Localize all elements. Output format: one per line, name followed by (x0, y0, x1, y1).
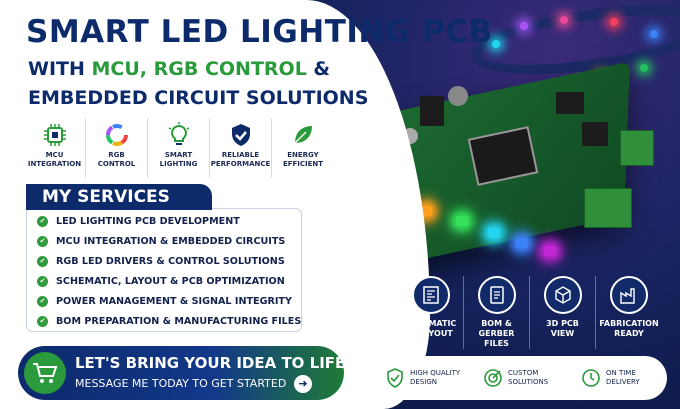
service-label: RGB LED DRIVERS & CONTROL SOLUTIONS (56, 256, 285, 267)
terminal-block (584, 188, 632, 228)
subtitle-highlight: MCU, RGB CONTROL (91, 58, 307, 80)
factory-icon (610, 276, 648, 314)
services-box: ✔ LED LIGHTING PCB DEVELOPMENT ✔ MCU INTEG… (26, 208, 302, 332)
badge-delivery: ON TIME DELIVERY (567, 368, 665, 388)
strip-led (520, 22, 528, 30)
check-icon: ✔ (37, 256, 48, 267)
service-label: MCU INTEGRATION & EMBEDDED CIRCUITS (56, 236, 286, 247)
inductor (420, 96, 444, 126)
feature-smart-lighting: SMART LIGHTING (148, 118, 210, 178)
feature-reliable: RELIABLE PERFORMANCE (210, 118, 272, 178)
inductor (582, 122, 608, 146)
service-item: ✔ BOM PREPARATION & MANUFACTURING FILES (37, 316, 301, 327)
cta-subline: MESSAGE ME TODAY TO GET STARTED (75, 377, 287, 390)
strip-led (610, 18, 618, 26)
led (516, 238, 528, 248)
badges-bar: HIGH QUALITY DESIGN CUSTOM SOLUTIONS ON … (371, 356, 667, 400)
service-item: ✔ MCU INTEGRATION & EMBEDDED CIRCUITS (37, 236, 285, 247)
pcb-feature-label: BOM & GERBER FILES (478, 319, 515, 348)
service-label: POWER MANAGEMENT & SIGNAL INTEGRITY (56, 296, 292, 307)
feature-mcu: MCU INTEGRATION (24, 118, 86, 178)
feature-energy: ENERGY EFFICIENT (272, 118, 334, 178)
arrow-right-icon[interactable]: ➜ (294, 375, 312, 393)
subtitle-line2: WITH MCU, RGB CONTROL & (28, 58, 330, 80)
service-label: LED LIGHTING PCB DEVELOPMENT (56, 216, 240, 227)
feature-label: MCU INTEGRATION (27, 151, 82, 168)
check-icon: ✔ (37, 316, 48, 327)
capacitor (448, 86, 468, 106)
cart-icon (24, 352, 66, 394)
subtitle-prefix: WITH (28, 58, 92, 80)
service-item: ✔ SCHEMATIC, LAYOUT & PCB OPTIMIZATION (37, 276, 285, 287)
feature-label: ENERGY EFFICIENT (282, 151, 324, 168)
pcb-features-row: SCHEMATIC & LAYOUT BOM & GERBER FILES 3D… (398, 276, 662, 349)
service-label: BOM PREPARATION & MANUFACTURING FILES (56, 316, 302, 327)
pcb-feature-files: BOM & GERBER FILES (464, 276, 530, 349)
led (544, 246, 556, 256)
connector (556, 92, 584, 114)
feature-icons-row: MCU INTEGRATION RGB CONTROL SMART LIGHTI… (24, 118, 334, 178)
service-item: ✔ LED LIGHTING PCB DEVELOPMENT (37, 216, 240, 227)
rgb-ring-icon (105, 124, 128, 146)
main-title: SMART LED LIGHTING PCB (26, 14, 493, 50)
cta-headline: LET'S BRING YOUR IDEA TO LIFE! (75, 354, 353, 372)
check-icon: ✔ (37, 296, 48, 307)
pcb-feature-3d: 3D PCB VIEW (530, 276, 596, 349)
badge-label: HIGH QUALITY DESIGN (410, 369, 461, 386)
service-item: ✔ POWER MANAGEMENT & SIGNAL INTEGRITY (37, 296, 292, 307)
shield-check-icon (231, 124, 250, 146)
pcb-feature-label: 3D PCB VIEW (546, 319, 579, 338)
check-icon: ✔ (37, 236, 48, 247)
terminal-block (620, 130, 654, 166)
led (420, 206, 432, 216)
service-item: ✔ RGB LED DRIVERS & CONTROL SOLUTIONS (37, 256, 285, 267)
cta-banner[interactable]: LET'S BRING YOUR IDEA TO LIFE! MESSAGE M… (18, 346, 352, 400)
strip-led (640, 64, 648, 72)
subtitle-suffix: & (306, 58, 330, 80)
check-icon: ✔ (37, 276, 48, 287)
subtitle-line3: EMBEDDED CIRCUIT SOLUTIONS (28, 87, 369, 109)
badge-label: CUSTOM SOLUTIONS (508, 369, 549, 386)
files-icon (477, 276, 516, 314)
service-label: SCHEMATIC, LAYOUT & PCB OPTIMIZATION (56, 276, 285, 287)
target-icon (484, 369, 502, 387)
badge-custom: CUSTOM SOLUTIONS (469, 368, 567, 388)
clock-icon (582, 369, 600, 387)
strip-led (560, 16, 568, 24)
pcb-feature-schematic: SCHEMATIC & LAYOUT (398, 276, 464, 349)
badge-quality: HIGH QUALITY DESIGN (371, 368, 469, 388)
schematic-icon (411, 276, 450, 314)
feature-label: RELIABLE PERFORMANCE (210, 151, 271, 168)
bulb-icon (168, 122, 189, 145)
feature-rgb: RGB CONTROL (86, 118, 148, 178)
strip-led (650, 30, 658, 38)
cube-icon (543, 276, 582, 314)
check-icon: ✔ (37, 216, 48, 227)
strip-led (492, 40, 500, 48)
pcb-feature-label: SCHEMATIC & LAYOUT (404, 319, 457, 338)
mcu-chip-icon (43, 124, 66, 146)
services-heading: MY SERVICES (26, 184, 212, 210)
pcb-feature-fabrication: FABRICATION READY (596, 276, 662, 349)
feature-label: SMART LIGHTING (159, 151, 198, 168)
badge-label: ON TIME DELIVERY (606, 369, 640, 386)
pcb-feature-label: FABRICATION READY (599, 319, 659, 338)
feature-label: RGB CONTROL (97, 151, 136, 168)
quality-shield-icon (387, 368, 403, 388)
led (488, 228, 500, 238)
led (456, 216, 468, 226)
leaf-icon (294, 126, 312, 144)
